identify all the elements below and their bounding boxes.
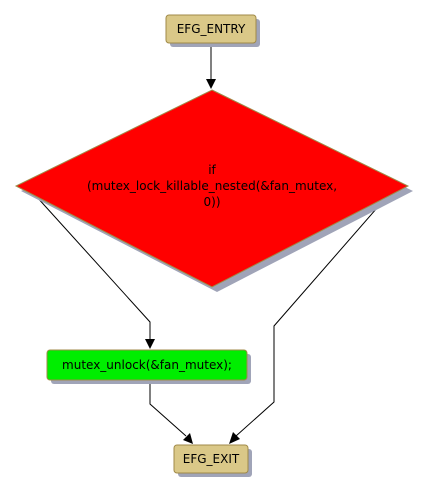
arrowhead-condition-to-exit <box>229 432 240 444</box>
entry-node-box <box>165 14 257 44</box>
condition-node-diamond <box>14 89 410 288</box>
edges <box>35 46 385 444</box>
condition-node[interactable]: if (mutex_lock_killable_nested(&fan_mute… <box>14 89 413 292</box>
arrowhead-unlock-to-exit <box>183 433 193 444</box>
exit-node[interactable]: EFG_EXIT <box>173 444 252 477</box>
unlock-node-label: mutex_unlock(&fan_mutex); <box>62 358 232 372</box>
arrowhead-entry-to-condition <box>206 79 216 89</box>
entry-node-label: EFG_ENTRY <box>177 22 246 36</box>
condition-line-3: 0)) <box>204 195 221 209</box>
unlock-node-box <box>46 349 248 381</box>
entry-node[interactable]: EFG_ENTRY <box>165 14 260 47</box>
unlock-node[interactable]: mutex_unlock(&fan_mutex); <box>46 349 251 384</box>
condition-line-1: if <box>208 163 216 177</box>
exit-node-box <box>173 444 249 474</box>
edge-unlock-to-exit <box>149 379 187 437</box>
arrowhead-condition-to-unlock <box>145 339 155 349</box>
edge-condition-to-unlock <box>35 195 151 340</box>
condition-line-2: (mutex_lock_killable_nested(&fan_mutex, <box>87 179 337 193</box>
exit-node-label: EFG_EXIT <box>183 452 240 466</box>
edge-condition-to-exit <box>235 199 385 437</box>
